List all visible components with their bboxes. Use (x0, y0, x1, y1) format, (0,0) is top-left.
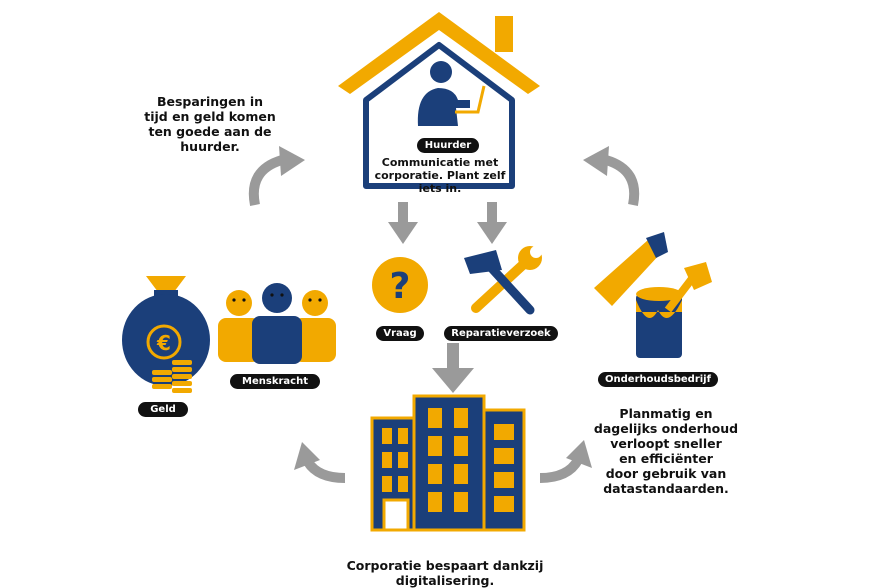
label-reparatieverzoek: Reparatieverzoek (444, 326, 558, 341)
money-bag-icon: € (122, 276, 210, 393)
hammer-wrench-icon (464, 246, 542, 315)
left-note-line: tijd en geld komen (144, 109, 276, 124)
label-geld: Geld (138, 402, 188, 417)
label-onderhoudsbedrijf: Onderhoudsbedrijf (598, 372, 718, 387)
left-note-line: huurder. (180, 139, 240, 154)
office-building-icon (370, 394, 526, 532)
right-note-line: Planmatig en (619, 406, 713, 421)
tenant-laptop-icon (417, 61, 486, 126)
left-note: Besparingen in tijd en geld komen ten go… (140, 94, 280, 154)
curved-arrow-bottom-right-icon (539, 440, 592, 483)
question-mark: ? (390, 266, 411, 307)
arrow-house-to-vraag-icon (388, 202, 418, 244)
label-huurder: Huurder (417, 138, 479, 153)
arrow-house-to-reparatie-icon (477, 202, 507, 244)
arrow-center-to-building-icon (432, 343, 474, 393)
curved-arrow-top-right-icon (583, 146, 640, 206)
curved-arrow-top-left-icon (248, 146, 305, 206)
left-note-line: Besparingen in (156, 94, 264, 109)
euro-sign: € (156, 331, 171, 355)
saw-paint-icon (594, 232, 712, 358)
label-menskracht: Menskracht (230, 374, 320, 389)
house-caption: Communicatie met corporatie. Plant zelf … (372, 156, 508, 195)
left-note-line: ten goede aan de (148, 124, 272, 139)
people-icon (218, 283, 336, 364)
question-icon: ? (372, 257, 428, 313)
right-note-line: door gebruik van (605, 466, 727, 481)
right-note-line: dagelijks onderhoud (593, 421, 739, 436)
bottom-caption: Corporatie bespaart dankzij digitaliseri… (346, 558, 544, 588)
label-vraag: Vraag (376, 326, 424, 341)
curved-arrow-bottom-left-icon (294, 442, 346, 483)
right-note-line: verloopt sneller (610, 436, 722, 451)
house-caption-line1: Communicatie met (381, 156, 499, 169)
right-note: Planmatig en dagelijks onderhoud verloop… (586, 406, 746, 496)
house-caption-line2: corporatie. Plant zelf iets in. (374, 169, 506, 195)
right-note-line: en efficiënter (619, 451, 713, 466)
right-note-line: datastandaarden. (603, 481, 729, 496)
